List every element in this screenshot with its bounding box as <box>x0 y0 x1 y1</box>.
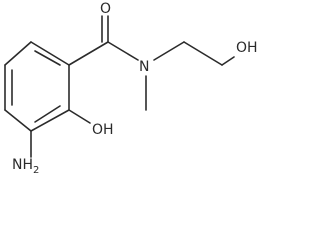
carbonyl-oxygen-label: O <box>100 1 111 17</box>
ring-bond-5 <box>4 41 32 66</box>
amine-label: NH <box>12 157 33 173</box>
ring-to-carbonyl-bond <box>68 41 109 66</box>
chemical-structure-drawing: O N OH OH NH 2 <box>4 1 258 176</box>
carbonyl-to-nitrogen-bond <box>107 41 139 61</box>
aromatic-inner-bond-2 <box>34 50 61 66</box>
nitrogen-to-ethyl-bond <box>153 41 185 61</box>
ethyl-bond <box>183 41 223 66</box>
ring-bond-6 <box>30 41 70 66</box>
phenol-hydroxyl-label: OH <box>92 122 114 138</box>
ring-to-phenol-bond <box>68 109 91 124</box>
hydroxyl-right-label: OH <box>236 40 258 56</box>
aromatic-inner-bond-3 <box>34 105 61 123</box>
amide-nitrogen-label: N <box>139 59 149 75</box>
ring-bond-2 <box>30 109 70 132</box>
ethyl-to-hydroxyl-bond <box>221 56 235 66</box>
ring-bond-3 <box>4 109 32 132</box>
amine-subscript: 2 <box>33 165 39 176</box>
